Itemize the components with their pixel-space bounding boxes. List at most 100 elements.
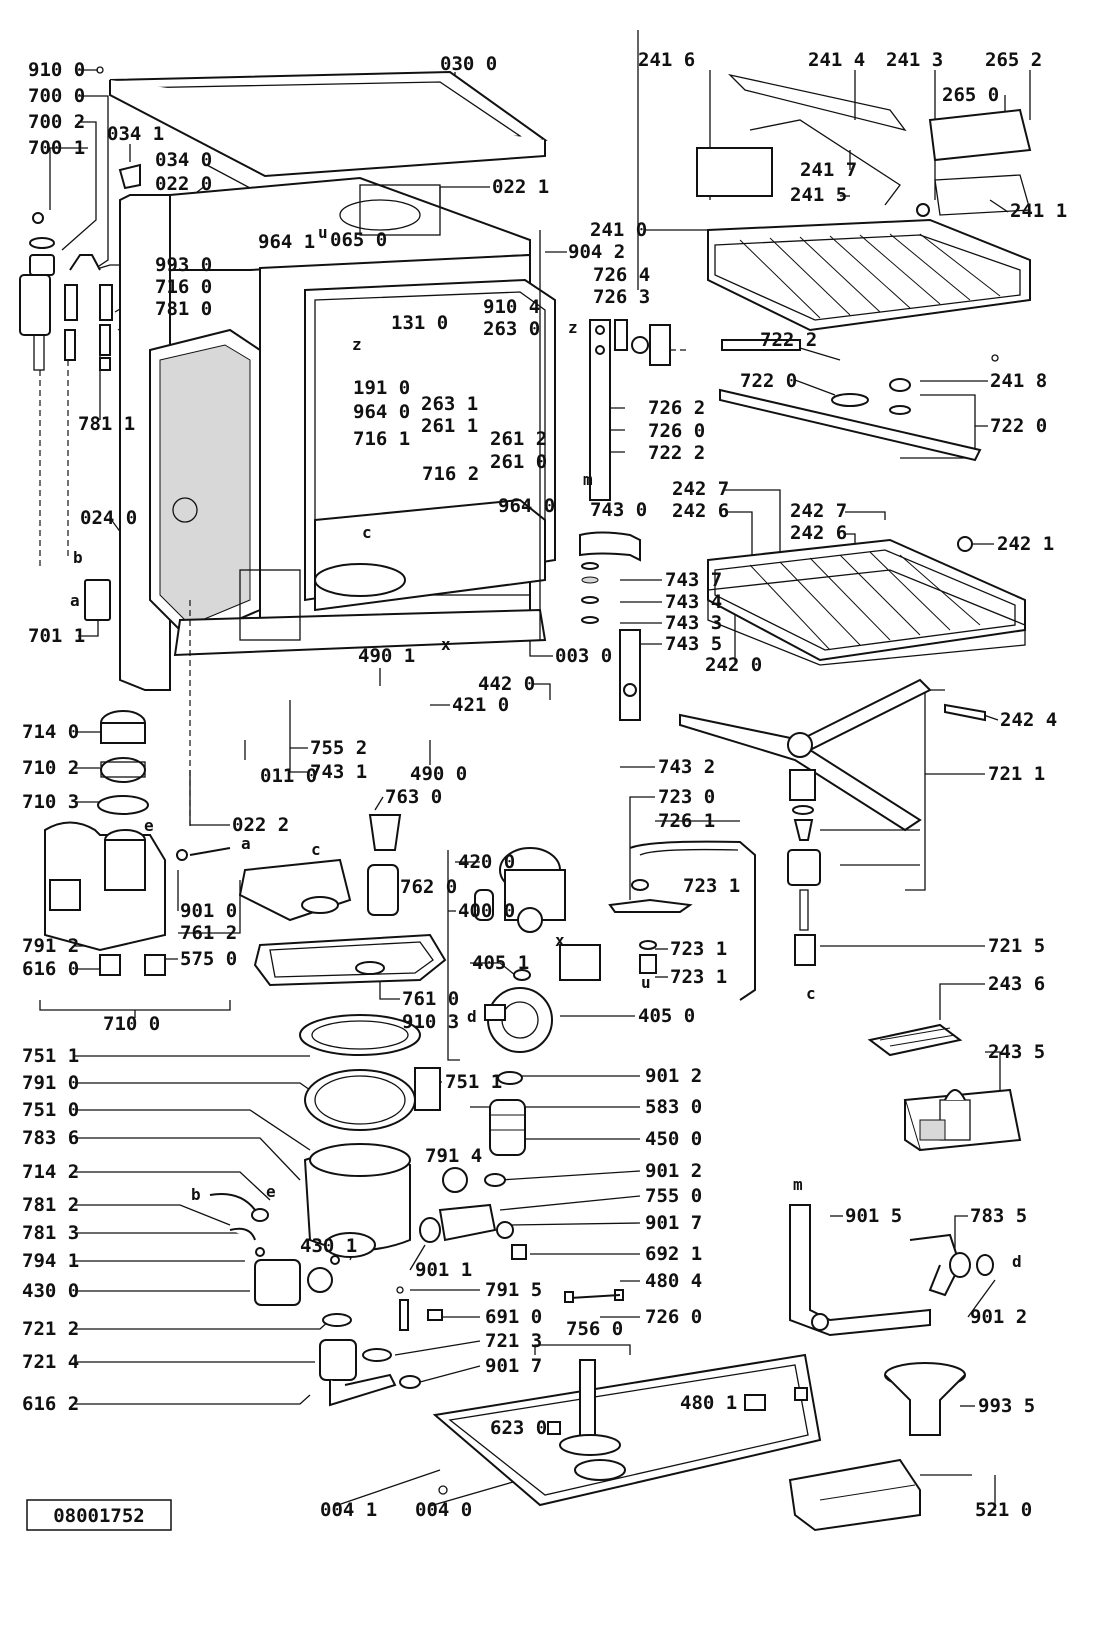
part-label-7001: 700 1 [28, 137, 85, 159]
part-label-7100: 710 0 [103, 1013, 160, 1035]
part-label-7231a: 723 1 [683, 875, 740, 897]
connection-letter-le2: e [266, 1182, 276, 1201]
doc-code-box [26, 1499, 172, 1531]
part-label-7213: 721 3 [485, 1330, 542, 1352]
part-label-4301: 430 1 [300, 1235, 357, 1257]
drain-pump [209, 1193, 443, 1407]
part-label-4050: 405 0 [638, 1005, 695, 1027]
part-label-1310: 131 0 [391, 312, 448, 334]
part-label-2426a: 242 6 [672, 500, 729, 522]
part-label-2427b: 242 7 [790, 500, 847, 522]
funnel-and-panel [788, 1362, 966, 1532]
part-label-9017a: 901 7 [645, 1212, 702, 1234]
connection-letter-ld2: d [1012, 1252, 1022, 1271]
part-label-2411: 241 1 [1010, 200, 1067, 222]
part-label-6162: 616 2 [22, 1393, 79, 1415]
spray-tube [608, 840, 756, 1001]
water-softener [44, 600, 231, 976]
part-label-9012b: 901 2 [645, 1160, 702, 1182]
part-label-4210: 421 0 [452, 694, 509, 716]
drain-hose [789, 1204, 994, 1337]
connection-letter-la: a [70, 591, 80, 610]
part-label-7430: 743 0 [590, 499, 647, 521]
door-side-parts [579, 319, 690, 721]
part-label-2630: 263 0 [483, 318, 540, 340]
lower-basket [707, 536, 1026, 722]
connection-letter-lb2: b [191, 1185, 201, 1204]
part-label-7262: 726 2 [648, 397, 705, 419]
part-label-7812: 781 2 [22, 1194, 79, 1216]
part-label-0110: 011 0 [260, 765, 317, 787]
connection-letter-lz2: z [568, 318, 578, 337]
part-label-2424: 242 4 [1000, 709, 1057, 731]
part-label-2652: 265 2 [985, 49, 1042, 71]
base-plate [432, 1289, 822, 1507]
part-label-2611: 261 1 [421, 415, 478, 437]
part-label-2436: 243 6 [988, 973, 1045, 995]
part-label-9012c: 901 2 [970, 1306, 1027, 1328]
part-label-7431: 743 1 [310, 761, 367, 783]
top-panel-0300 [109, 70, 548, 178]
part-label-9640b: 964 0 [498, 495, 555, 517]
part-label-4804: 480 4 [645, 1270, 702, 1292]
part-label-9641: 964 1 [258, 231, 315, 253]
part-label-7000: 700 0 [28, 85, 85, 107]
part-label-0650: 065 0 [330, 229, 387, 251]
part-label-7215: 721 5 [988, 935, 1045, 957]
part-label-7162: 716 2 [422, 463, 479, 485]
part-label-6921: 692 1 [645, 1243, 702, 1265]
part-label-7222b: 722 2 [648, 442, 705, 464]
part-label-7260a: 726 0 [648, 420, 705, 442]
part-label-0040: 004 0 [415, 1499, 472, 1521]
part-label-5750: 575 0 [180, 948, 237, 970]
part-label-7550: 755 0 [645, 1185, 702, 1207]
part-label-7230: 723 0 [658, 786, 715, 808]
part-label-7231b: 723 1 [670, 938, 727, 960]
part-label-0030: 003 0 [555, 645, 612, 667]
sump-stack [299, 1014, 527, 1260]
part-label-2631: 263 1 [421, 393, 478, 415]
part-label-2650: 265 0 [942, 84, 999, 106]
part-label-7434: 743 4 [665, 591, 722, 613]
part-label-2418: 241 8 [990, 370, 1047, 392]
part-label-5210: 521 0 [975, 1499, 1032, 1521]
connection-letter-le1: e [144, 816, 154, 835]
part-label-0240: 024 0 [80, 507, 137, 529]
part-label-9017b: 901 7 [485, 1355, 542, 1377]
connection-letter-lm1: m [583, 470, 593, 489]
connection-letter-lc3: c [806, 984, 816, 1003]
part-label-7612: 761 2 [180, 922, 237, 944]
part-label-6160: 616 0 [22, 958, 79, 980]
part-label-4300: 430 0 [22, 1280, 79, 1302]
part-label-7263: 726 3 [593, 286, 650, 308]
part-label-7264: 726 4 [593, 264, 650, 286]
part-label-0222: 022 2 [232, 814, 289, 836]
lower-spray-arm [679, 678, 932, 966]
part-label-4200: 420 0 [458, 851, 515, 873]
connection-letter-la2: a [241, 834, 251, 853]
part-label-7002: 700 2 [28, 111, 85, 133]
part-label-4000: 400 0 [458, 900, 515, 922]
part-label-9930: 993 0 [155, 254, 212, 276]
part-label-7836: 783 6 [22, 1127, 79, 1149]
part-label-7011: 701 1 [28, 625, 85, 647]
part-label-2426b: 242 6 [790, 522, 847, 544]
part-label-7910: 791 0 [22, 1072, 79, 1094]
cutlery-basket [867, 1023, 1022, 1152]
part-label-7915: 791 5 [485, 1279, 542, 1301]
part-label-7511a: 751 1 [22, 1045, 79, 1067]
connection-letter-lc1: c [362, 523, 372, 542]
part-label-7222a: 722 2 [760, 329, 817, 351]
part-label-7211: 721 1 [988, 763, 1045, 785]
part-label-9011: 901 1 [415, 1259, 472, 1281]
part-label-9010: 901 0 [180, 900, 237, 922]
part-label-2612: 261 2 [490, 428, 547, 450]
connection-letter-lz1: z [352, 335, 362, 354]
part-label-9012a: 901 2 [645, 1065, 702, 1087]
part-label-2415: 241 5 [790, 184, 847, 206]
part-label-0220: 022 0 [155, 173, 212, 195]
part-label-7610: 761 0 [402, 988, 459, 1010]
connection-letter-lm2: m [793, 1175, 803, 1194]
connection-letter-ld1: d [467, 1007, 477, 1026]
